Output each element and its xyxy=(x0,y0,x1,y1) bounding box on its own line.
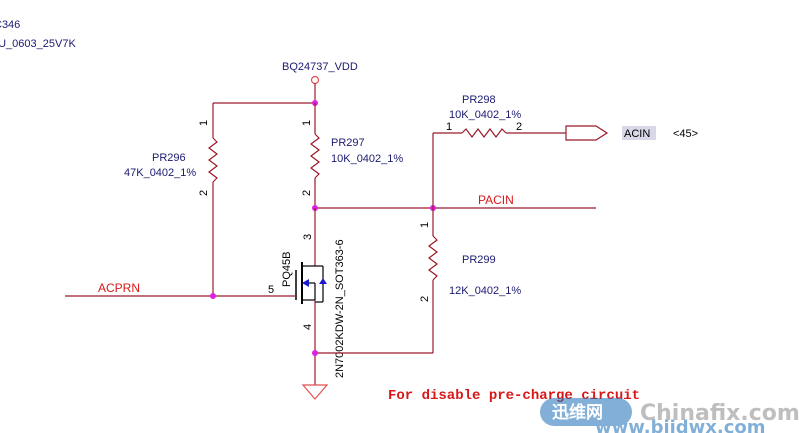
net-pacin-label: PACIN xyxy=(478,193,514,207)
c346-value-label: 1U_0603_25V7K xyxy=(0,38,76,50)
pr299-pin2: 2 xyxy=(419,296,431,302)
watermark-url: www.bjjdwx.com xyxy=(595,417,766,433)
junction-acprn xyxy=(210,293,216,299)
pr297-body xyxy=(310,133,320,179)
mosfet-pin-source: 4 xyxy=(302,324,314,330)
pr296-value: 47K_0402_1% xyxy=(124,167,196,179)
mosfet-body-diode xyxy=(319,278,327,284)
pr297-value: 10K_0402_1% xyxy=(331,153,403,165)
pr296-pin2: 2 xyxy=(198,190,210,196)
mosfet-part: 2N7002KDW-2N_SOT363-6 xyxy=(334,239,346,378)
pr299-value: 12K_0402_1% xyxy=(449,285,521,297)
pr299-ref: PR299 xyxy=(462,254,496,266)
pr296-ref: PR296 xyxy=(152,152,186,164)
acin-offpage-connector xyxy=(565,125,609,141)
pr298-ref: PR298 xyxy=(462,94,496,106)
watermark-cn: 迅维网 xyxy=(552,402,603,423)
mosfet-ref: PQ45B xyxy=(281,252,293,287)
pr298-body xyxy=(461,128,507,138)
mosfet-channel-arrow xyxy=(302,279,309,287)
net-acin-label: ACIN xyxy=(624,128,650,140)
pr298-pin1: 1 xyxy=(446,121,452,133)
acin-highlight xyxy=(622,126,656,140)
mosfet-pin-drain: 3 xyxy=(302,234,314,240)
pr299-pin1: 1 xyxy=(419,222,431,228)
pr299-body xyxy=(428,235,438,281)
power-rail-label: BQ24737_VDD xyxy=(282,61,358,73)
watermark-badge xyxy=(540,398,632,426)
c346-ref-label: C346 xyxy=(0,19,20,31)
pr296-body xyxy=(208,137,218,183)
pr297-pin1: 1 xyxy=(301,120,313,126)
net-acin-page-ref: <45> xyxy=(673,128,698,140)
watermark: 迅维网 Chinafix.com www.bjjdwx.com xyxy=(540,398,799,433)
mosfet-pin-gate: 5 xyxy=(268,284,274,296)
pr298-pin2: 2 xyxy=(516,121,522,133)
pr296-pin1: 1 xyxy=(198,120,210,126)
pr297-pin2: 2 xyxy=(301,190,313,196)
watermark-brand: Chinafix.com xyxy=(640,401,799,426)
power-rail-symbol xyxy=(310,75,320,85)
ground-symbol xyxy=(301,384,329,400)
junction-gnd xyxy=(312,350,318,356)
net-acprn-label: ACPRN xyxy=(98,281,140,295)
pr298-value: 10K_0402_1% xyxy=(449,109,521,121)
pr297-ref: PR297 xyxy=(331,137,365,149)
